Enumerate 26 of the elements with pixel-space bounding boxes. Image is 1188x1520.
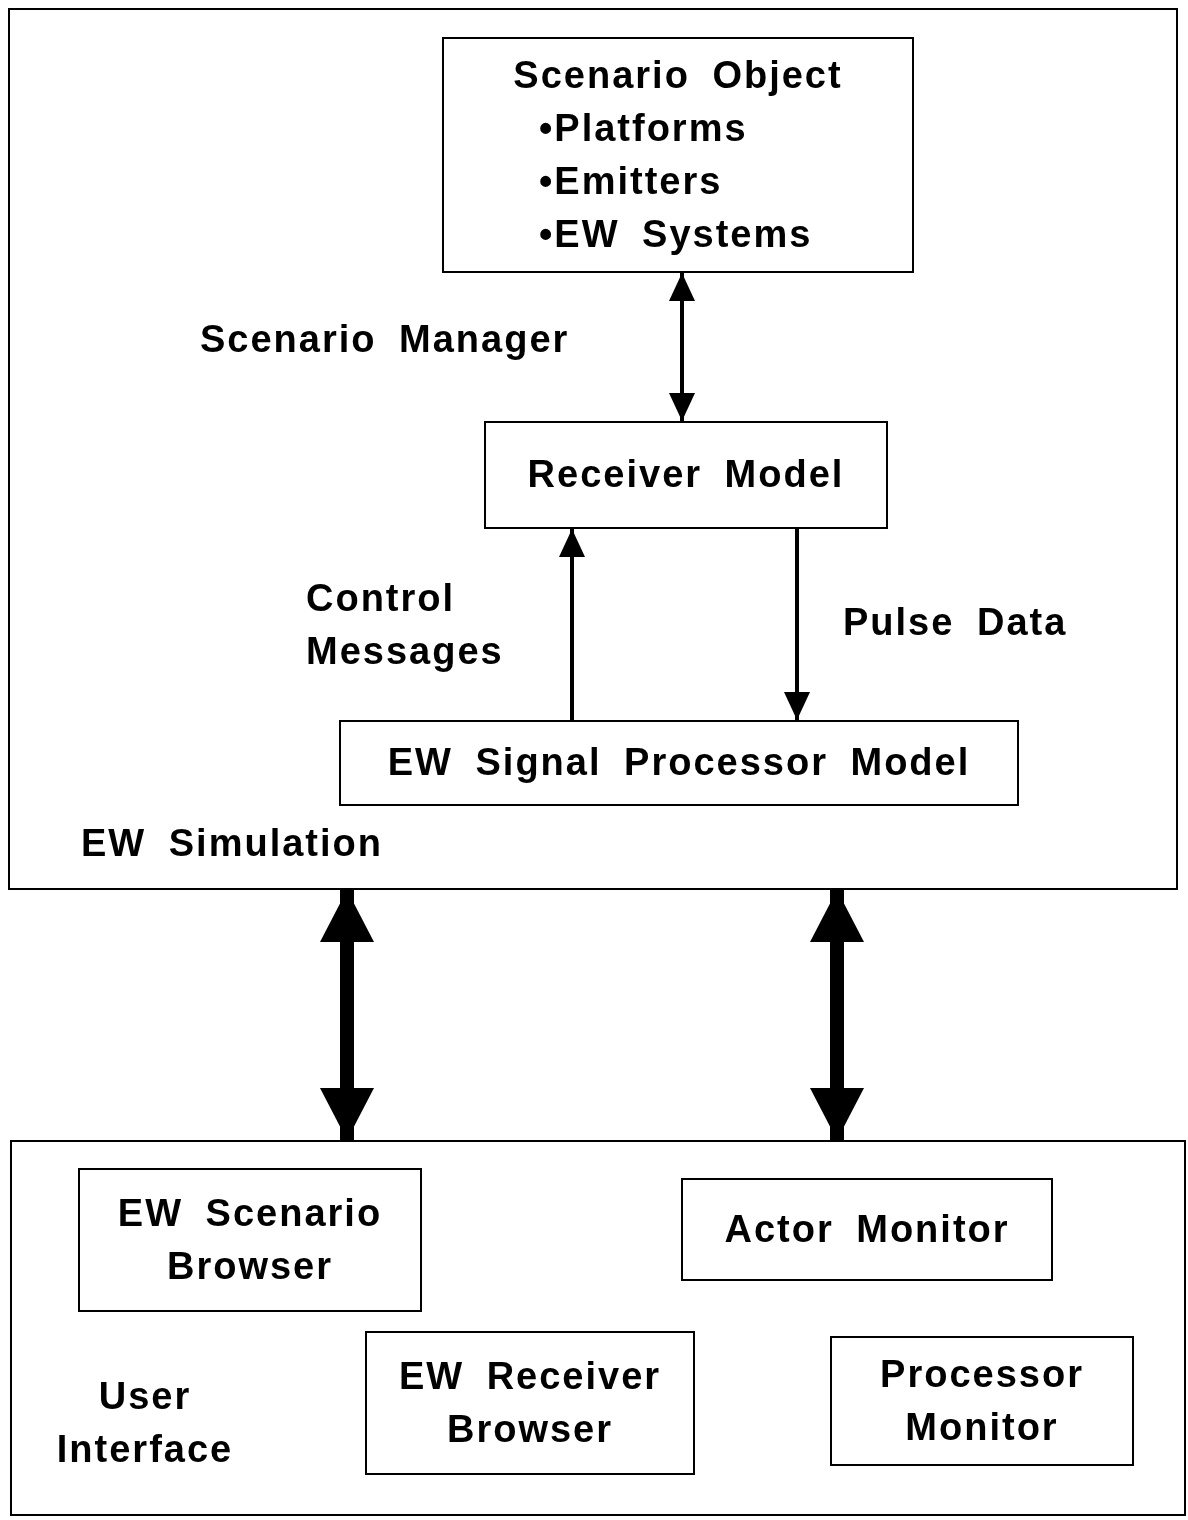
process-box xyxy=(339,720,1019,806)
bullet-item: •Emitters xyxy=(539,159,723,204)
arrow xyxy=(669,273,695,421)
box-title: Actor Monitor xyxy=(724,1206,1010,1252)
process-box xyxy=(365,1331,695,1475)
container-box xyxy=(10,1140,1186,1516)
arrow xyxy=(784,529,810,720)
arrow xyxy=(810,890,864,1140)
bullet-item: •Platforms xyxy=(539,105,748,151)
process-box xyxy=(681,1178,1053,1281)
process-box xyxy=(78,1168,422,1312)
box-title: EW Signal Processor Model xyxy=(387,740,971,786)
process-box xyxy=(830,1336,1134,1466)
box-title: Receiver Model xyxy=(527,452,845,498)
arrow xyxy=(320,890,374,1140)
process-box xyxy=(442,37,914,273)
section-heading: User Interface xyxy=(55,1374,235,1473)
bullet-item: •EW Systems xyxy=(539,212,813,258)
box-title: EW Receiver Browser xyxy=(397,1353,663,1452)
arrow xyxy=(559,529,585,720)
box-title: Scenario Object xyxy=(513,52,843,98)
container-box xyxy=(8,8,1178,890)
box-title: Processor Monitor xyxy=(879,1351,1085,1450)
box-title: EW Scenario Browser xyxy=(116,1190,384,1289)
section-heading: EW Simulation xyxy=(80,821,384,866)
process-box xyxy=(484,421,888,529)
